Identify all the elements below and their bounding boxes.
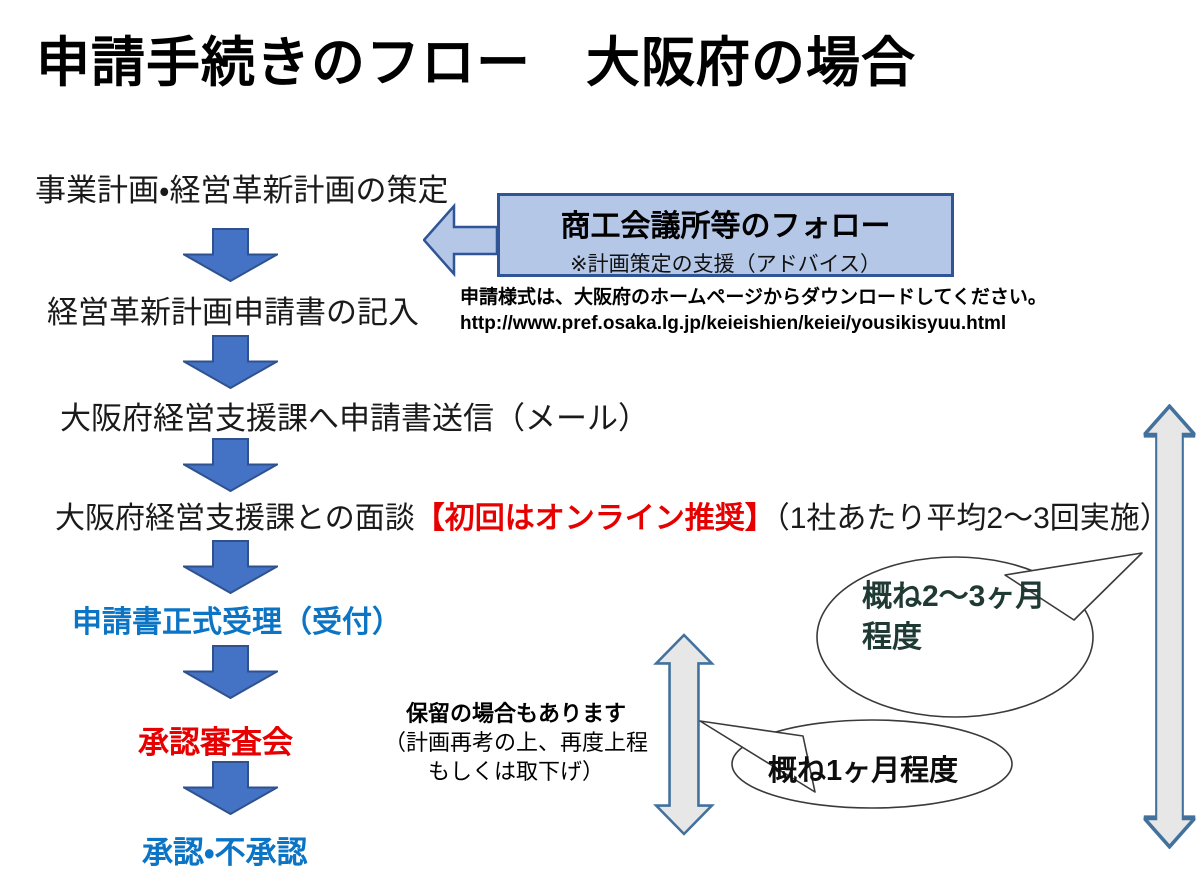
double-arrow-icon: [1143, 404, 1196, 849]
flow-step-accept: 申請書正式受理（受付）: [72, 606, 402, 639]
callout-bubble: [816, 552, 1143, 718]
flow-step-interview-highlight: 【初回はオンライン推奨】: [414, 502, 775, 535]
down-arrow-icon: [183, 335, 278, 389]
hold-note-line3: もしくは取下げ）: [427, 759, 604, 784]
callout-duration-1: 概ね2～3ヶ月 程度: [862, 576, 1045, 658]
down-arrow-icon: [183, 540, 278, 594]
hold-note: 保留の場合もあります （計画再考の上、再度上程 もしくは取下げ）: [360, 699, 672, 786]
flow-step-interview: 大阪府経営支援課との面談【初回はオンライン推奨】（1社あたり平均2～3回実施）: [55, 493, 1170, 537]
page-title: 申請手続きのフロー 大阪府の場合: [36, 33, 916, 93]
down-arrow-icon: [183, 645, 278, 699]
left-arrow-icon: [423, 202, 498, 278]
follow-box-subtitle: ※計画策定の支援（アドバイス）: [570, 253, 881, 276]
hold-note-line2: （計画再考の上、再度上程: [383, 730, 648, 755]
flow-step-interview-text: 大阪府経営支援課との面談: [55, 502, 415, 535]
download-note: 申請様式は、大阪府のホームページからダウンロードしてください。 http://w…: [460, 285, 1047, 337]
flow-step-result: 承認・不承認: [142, 835, 308, 870]
callout-duration-2: 概ね1ヶ月程度: [768, 755, 959, 787]
flow-step-plan: 事業計画・経営革新計画の策定: [35, 173, 449, 208]
follow-box-title: 商工会議所等のフォロー: [560, 210, 891, 243]
follow-box: 商工会議所等のフォロー ※計画策定の支援（アドバイス）: [497, 193, 954, 277]
double-arrow-icon: [653, 633, 715, 836]
down-arrow-icon: [183, 761, 278, 815]
flow-step-review: 承認審査会: [138, 725, 293, 760]
callout-duration-1-line1: 概ね2～3ヶ月: [862, 580, 1046, 613]
flow-step-send: 大阪府経営支援課へ申請書送信（メール）: [60, 401, 649, 436]
download-url: http://www.pref.osaka.lg.jp/keieishien/k…: [460, 313, 1007, 334]
flow-step-interview-note: （1社あたり平均2～3回実施）: [774, 502, 1170, 535]
callout-bubble: [699, 719, 1013, 809]
down-arrow-icon: [183, 438, 278, 492]
hold-note-title: 保留の場合もあります: [405, 701, 626, 726]
flow-step-write: 経営革新計画申請書の記入: [47, 295, 419, 330]
download-note-text: 申請様式は、大阪府のホームページからダウンロードしてください。: [460, 287, 1047, 308]
down-arrow-icon: [183, 228, 278, 282]
callout-duration-1-line2: 程度: [862, 621, 922, 654]
